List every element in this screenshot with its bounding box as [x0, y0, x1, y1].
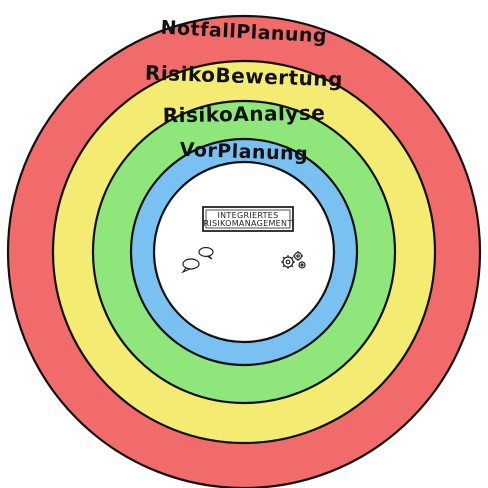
- center-box-line1: INTEGRIERTES: [217, 211, 278, 220]
- center-disc: [152, 160, 336, 344]
- label-risikoanalyse: RisikoAnalyse: [163, 101, 326, 128]
- integrated-risk-management-box: INTEGRIERTES RISIKOMANAGEMENT: [202, 206, 294, 232]
- center-box-line2: RISIKOMANAGEMENT: [203, 219, 292, 228]
- gears-icon: [281, 251, 306, 269]
- label-vorplanung: VorPlanung: [179, 139, 308, 165]
- speech-bubbles-icon: [181, 246, 214, 274]
